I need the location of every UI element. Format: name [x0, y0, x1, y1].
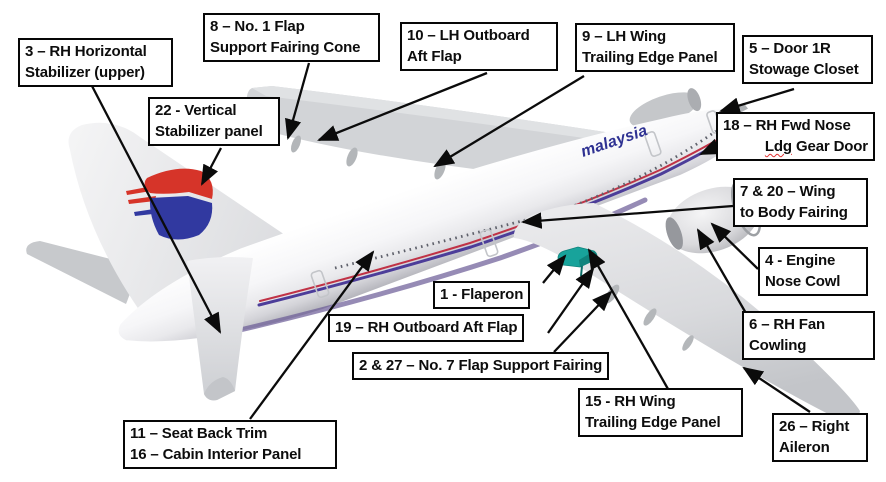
leader-rh-outboard-aft-flap	[547, 267, 595, 334]
leader-lh-wing-trailing-edge-panel	[433, 75, 585, 168]
callout-9-lh-wing-trailing-edge-panel: 9 – LH Wing Trailing Edge Panel	[575, 23, 735, 72]
leader-arrows	[90, 62, 811, 420]
callout-22-vertical-stabilizer-panel: 22 - Vertical Stabilizer panel	[148, 97, 280, 146]
left-engine	[629, 88, 702, 128]
callout-3-rh-horizontal-stabilizer: 3 – RH Horizontal Stabilizer (upper)	[18, 38, 173, 87]
leader-lh-outboard-aft-flap	[317, 71, 488, 142]
callout-6-rh-fan-cowling: 6 – RH Fan Cowling	[742, 311, 875, 360]
callout-8-no1-flap-support-fairing-cone: 8 – No. 1 Flap Support Fairing Cone	[203, 13, 380, 62]
leader-no1-flap-support-fairing-cone	[285, 62, 311, 140]
wing-left-leading-edge	[252, 86, 622, 143]
leader-no7-flap-support-fairing	[553, 290, 613, 353]
callout-5-door-1r-stowage-closet: 5 – Door 1R Stowage Closet	[742, 35, 873, 84]
leader-wing-to-body-fairing	[520, 204, 734, 229]
leader-flaperon	[542, 254, 567, 284]
callout-4-engine-nose-cowl: 4 - Engine Nose Cowl	[758, 247, 868, 296]
callout-1-flaperon: 1 - Flaperon	[433, 281, 531, 309]
leader-rh-wing-trailing-edge-panel	[587, 248, 669, 390]
leader-vertical-stabilizer-panel	[200, 147, 223, 186]
callout-11-16-seat-back-trim-cabin-interior-panel: 11 – Seat Back Trim 16 – Cabin Interior …	[123, 420, 337, 469]
callout-10-lh-outboard-aft-flap: 10 – LH Outboard Aft Flap	[400, 22, 558, 71]
fuselage	[118, 109, 754, 342]
leader-engine-nose-cowl	[710, 222, 759, 270]
leader-rh-fan-cowling	[696, 228, 748, 316]
callout-7-20-wing-to-body-fairing: 7 & 20 – Wing to Body Fairing	[733, 178, 868, 227]
leader-seat-back-trim-cabin-panel	[249, 250, 375, 420]
leader-right-aileron	[742, 366, 811, 413]
callout-18-rh-fwd-nose-ldg-gear-door: 18 – RH Fwd Nose Ldg Gear Door	[716, 112, 875, 161]
leader-rh-horizontal-stabilizer	[90, 85, 222, 334]
horizontal-stabilizer-left	[26, 241, 138, 304]
callout-26-right-aileron: 26 – Right Aileron	[772, 413, 868, 462]
callout-2-27-no7-flap-support-fairing: 2 & 27 – No. 7 Flap Support Fairing	[352, 352, 610, 380]
horizontal-stabilizer-right-tip	[204, 377, 235, 401]
callout-19-rh-outboard-aft-flap: 19 – RH Outboard Aft Flap	[328, 314, 525, 342]
leader-door-1r-stowage-closet	[719, 87, 795, 114]
callout-15-rh-wing-trailing-edge-panel: 15 - RH Wing Trailing Edge Panel	[578, 388, 743, 437]
